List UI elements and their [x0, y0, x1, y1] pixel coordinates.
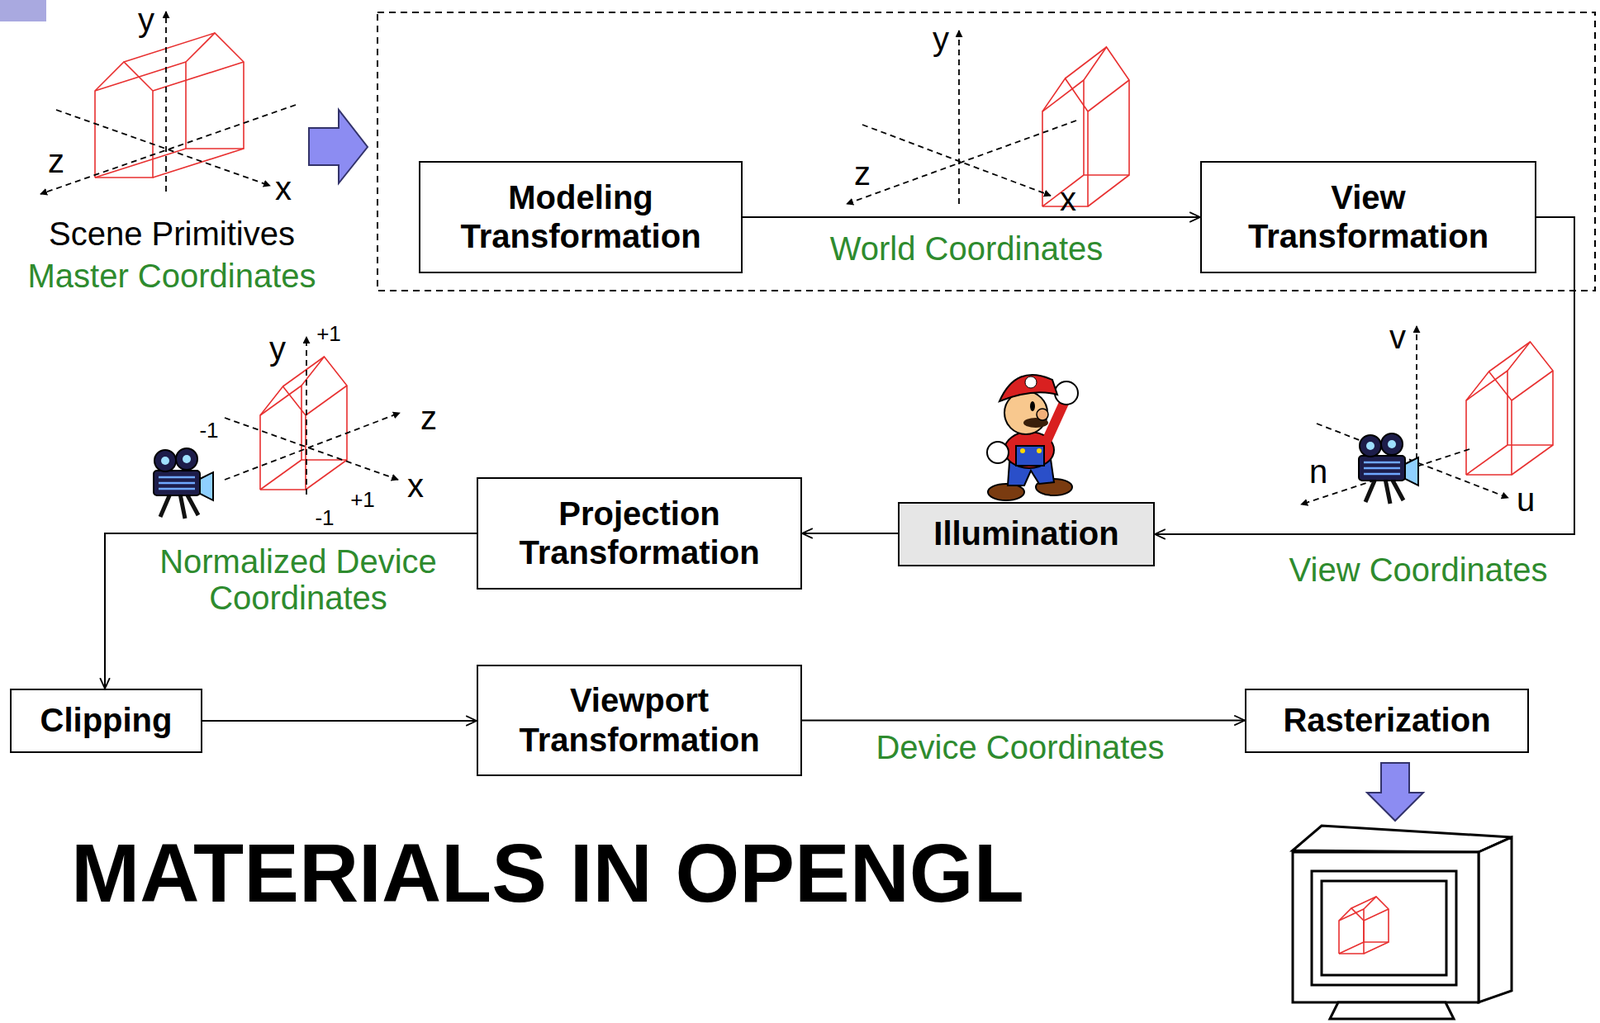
- axis-line: [305, 337, 308, 495]
- process-box: Clipping: [9, 688, 203, 754]
- caption-text: Scene Primitives: [48, 215, 295, 252]
- mario-figure: [987, 375, 1078, 501]
- camera-icon: [153, 448, 214, 519]
- axis-line: [1300, 449, 1470, 505]
- axis-label: z: [47, 142, 65, 180]
- axis-label: x: [407, 467, 424, 504]
- box-label: Clipping: [40, 701, 173, 741]
- axis-label: y: [932, 20, 950, 57]
- axis-label: n: [1309, 453, 1328, 490]
- box-label: Viewport Transformation: [488, 681, 791, 760]
- monitor: [1292, 826, 1512, 1020]
- coordinate-label: Normalized Device Coordinates: [154, 543, 442, 617]
- flow-arrow: [802, 532, 898, 535]
- axis-label: y: [269, 330, 286, 367]
- axis-line: [40, 104, 296, 195]
- house-wireframe: [1338, 897, 1389, 955]
- process-box: Illumination: [897, 502, 1155, 567]
- axis-label: u: [1516, 481, 1535, 518]
- flow-arrow: [742, 216, 1201, 219]
- axis-line: [1316, 423, 1509, 499]
- house-wireframe: [94, 33, 244, 178]
- axis-line: [56, 109, 271, 186]
- axis-label: y: [137, 1, 155, 38]
- tick-label: +1: [350, 488, 376, 513]
- flow-arrow: [104, 533, 477, 689]
- block-arrow: [308, 109, 368, 184]
- coordinate-label: View Coordinates: [1286, 551, 1552, 589]
- box-label: Modeling Transformation: [430, 178, 732, 257]
- corner-mark: [0, 0, 47, 22]
- tick-label: -1: [314, 506, 334, 531]
- axis-label: z: [420, 399, 437, 437]
- box-label: View Transformation: [1211, 178, 1525, 257]
- camera-icon: [1358, 433, 1419, 504]
- coordinate-label: Master Coordinates: [27, 257, 316, 295]
- house-wireframe: [1042, 47, 1130, 207]
- process-box: Projection Transformation: [476, 477, 803, 590]
- axis-label: x: [275, 170, 292, 207]
- house-wireframe: [260, 356, 347, 490]
- coordinate-label: World Coordinates: [826, 230, 1107, 267]
- process-box: Modeling Transformation: [418, 161, 743, 274]
- house-wireframe: [1466, 341, 1553, 475]
- process-box: Viewport Transformation: [476, 664, 803, 777]
- axis-line: [224, 413, 400, 480]
- tick-label: +1: [316, 322, 342, 347]
- tick-label: -1: [199, 418, 219, 443]
- axis-line: [862, 124, 1051, 196]
- process-box: Rasterization: [1244, 688, 1529, 754]
- flow-arrow: [802, 720, 1245, 722]
- coordinate-label: Device Coordinates: [872, 729, 1168, 766]
- axis-label: v: [1389, 318, 1406, 356]
- axis-label: z: [854, 155, 871, 192]
- flow-arrow: [202, 720, 477, 722]
- axis-label: x: [1059, 180, 1077, 218]
- block-arrow: [1367, 763, 1424, 822]
- axis-line: [958, 30, 960, 205]
- box-label: Illumination: [933, 514, 1119, 554]
- dashed-group: [377, 12, 1596, 291]
- axis-line: [1415, 326, 1418, 460]
- axis-line: [224, 417, 399, 480]
- process-box: View Transformation: [1200, 161, 1537, 274]
- box-label: Rasterization: [1282, 701, 1491, 741]
- box-label: Projection Transformation: [488, 494, 791, 573]
- slide-title: MATERIALS IN OPENGL: [71, 827, 1025, 919]
- axis-line: [846, 120, 1077, 205]
- axis-line: [165, 11, 167, 192]
